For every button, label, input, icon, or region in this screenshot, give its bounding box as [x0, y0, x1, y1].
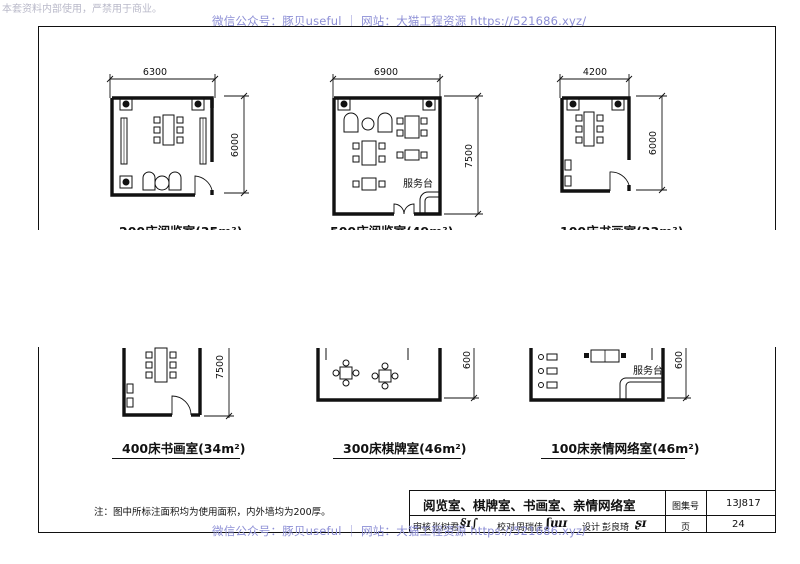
dim-width-painting-100: 4200 — [583, 67, 607, 78]
dim-height-painting-400: 7500 — [215, 355, 226, 379]
dim-height-painting-100: 6000 — [648, 131, 659, 155]
review-name: 张树君 — [432, 523, 460, 533]
atlas-no-label: 图集号 — [672, 502, 700, 512]
plan-painting-100 — [556, 74, 667, 194]
plan-painting-400 — [122, 347, 234, 420]
watermark-top: 微信公众号：豚贝useful ｜ 网站：大猫工程资源 https://52168… — [212, 14, 587, 28]
top-row-plans: 6300 6000 — [106, 67, 667, 218]
review-signature: §ɪ∫ — [460, 516, 478, 530]
design-label: 设计 — [582, 523, 601, 533]
dim-height-reading-500: 7500 — [464, 144, 475, 168]
dim-width-reading-500: 6900 — [374, 67, 398, 78]
watermark-bottom: 微信公众号：豚贝useful ｜ 网站：大猫工程资源 https://52168… — [212, 524, 587, 538]
review-label: 审核 — [413, 523, 432, 533]
scan-gap — [0, 230, 800, 347]
page-no: 24 — [732, 519, 745, 530]
plan-reading-200 — [106, 74, 249, 197]
design-name: 彭良琦 — [602, 523, 630, 533]
page-label: 页 — [681, 523, 691, 533]
dim-height-chess-300: 600 — [462, 351, 473, 369]
drawing-note: 注：图中所标注面积均为使用面积，内外墙均为200厚。 — [94, 507, 331, 518]
design-signature: ʂɪ — [635, 516, 647, 530]
plan-reading-500 — [329, 74, 483, 218]
caption-network-100: 100床亲情网络室(46m²) — [551, 441, 700, 456]
service-desk-label-reading-500: 服务台 — [403, 177, 433, 190]
caption-underline — [333, 458, 461, 459]
check-signature: ʃɯɪ — [546, 516, 568, 530]
check-label: 校对 — [497, 523, 516, 533]
caption-painting-400: 400床书画室(34m²) — [122, 441, 246, 456]
bottom-row-plans: 7500 600 — [122, 347, 691, 420]
dim-height-reading-200: 6000 — [230, 133, 241, 157]
plan-network-100 — [529, 348, 691, 402]
service-desk-label-network-100: 服务台 — [633, 364, 663, 377]
title-block: 阅览室、棋牌室、书画室、亲情网络室 图集号 13J817 审核 张树君 §ɪ∫ … — [409, 490, 776, 533]
watermark-top-left: 本套资料内部使用，严禁用于商业。 — [2, 4, 162, 15]
check-name: 周瑞佳 — [516, 523, 544, 533]
atlas-no: 13J817 — [726, 498, 761, 509]
caption-underline — [112, 458, 240, 459]
dim-height-network-100: 600 — [674, 351, 685, 369]
caption-underline — [541, 458, 685, 459]
title-block-title: 阅览室、棋牌室、书画室、亲情网络室 — [423, 498, 636, 513]
caption-chess-300: 300床棋牌室(46m²) — [343, 441, 467, 456]
dim-width-reading-200: 6300 — [143, 67, 167, 78]
plan-chess-300 — [316, 348, 479, 402]
